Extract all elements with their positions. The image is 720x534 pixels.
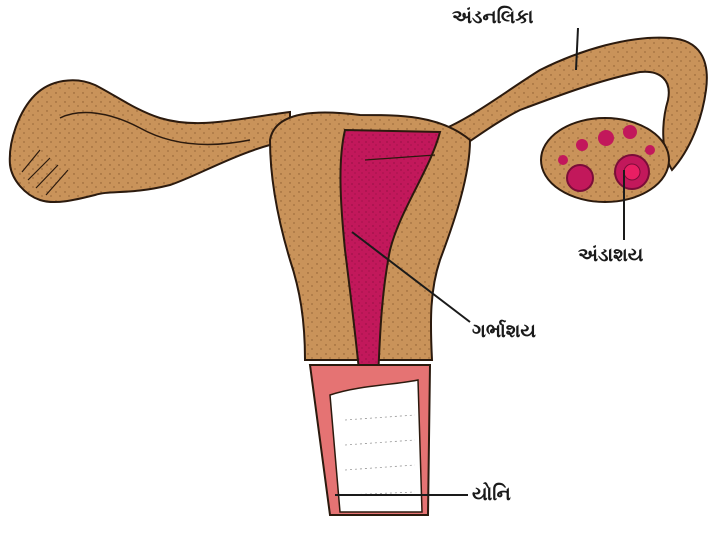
ovary [541,118,669,202]
label-fallopian-tube: અંડનલિકા [452,6,533,28]
label-vagina: યોનિ [472,483,511,505]
vaginal-canal [330,380,422,512]
label-uterus: ગર્ભાશય [472,320,536,342]
label-ovary: અંડાશય [578,244,643,266]
